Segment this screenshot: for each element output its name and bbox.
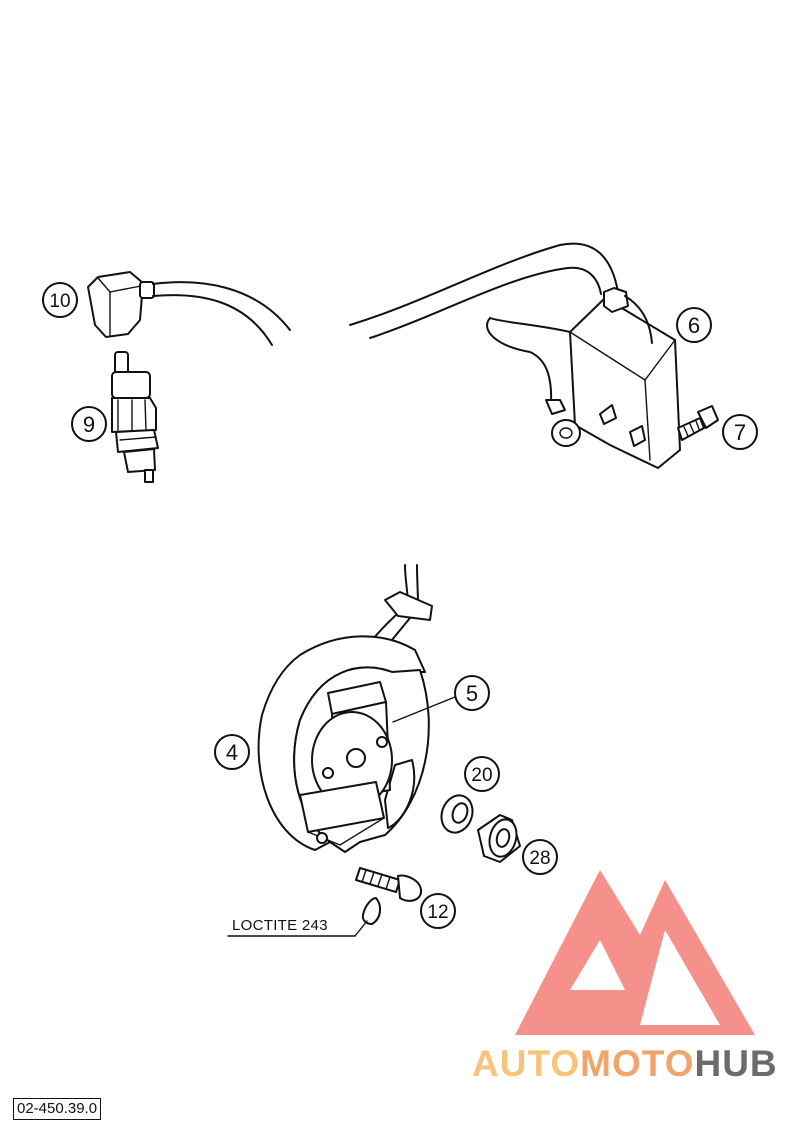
svg-text:20: 20 bbox=[471, 765, 492, 786]
washer bbox=[440, 794, 474, 834]
ht-cable bbox=[152, 242, 619, 346]
spark-plug-cap bbox=[87, 271, 155, 338]
ignition-coil bbox=[486, 287, 681, 469]
callout-10: 10 bbox=[42, 282, 78, 318]
callout-5: 5 bbox=[454, 675, 490, 711]
svg-text:6: 6 bbox=[688, 313, 700, 338]
watermark-wordmark: AUTOMOTOHUB bbox=[472, 1043, 778, 1084]
callout-4: 4 bbox=[214, 734, 250, 770]
leader-lines bbox=[227, 696, 456, 937]
watermark-moto: MOTO bbox=[580, 1043, 694, 1084]
stator-screw bbox=[355, 867, 423, 925]
loctite-note: LOCTITE 243 bbox=[232, 917, 328, 934]
callout-6: 6 bbox=[676, 307, 712, 343]
watermark-auto: AUTO bbox=[472, 1043, 580, 1084]
svg-text:AUTOMOTOHUB: AUTOMOTOHUB bbox=[472, 1043, 778, 1084]
coil-bolt bbox=[677, 405, 719, 441]
spark-plug bbox=[111, 351, 159, 483]
callout-28: 28 bbox=[522, 839, 558, 875]
callout-12: 12 bbox=[420, 893, 456, 929]
watermark-hub: HUB bbox=[694, 1043, 777, 1084]
svg-text:28: 28 bbox=[529, 848, 550, 869]
svg-text:10: 10 bbox=[49, 291, 70, 312]
watermark-triangle bbox=[515, 870, 755, 1035]
callout-7: 7 bbox=[722, 414, 758, 450]
svg-text:4: 4 bbox=[226, 740, 238, 765]
svg-text:7: 7 bbox=[734, 420, 746, 445]
nut bbox=[477, 814, 521, 863]
watermark-logo bbox=[515, 870, 755, 1035]
callout-20: 20 bbox=[464, 756, 500, 792]
svg-text:9: 9 bbox=[83, 412, 95, 437]
svg-text:12: 12 bbox=[427, 902, 448, 923]
callout-9: 9 bbox=[71, 406, 107, 442]
stator-coil bbox=[299, 681, 393, 846]
document-code: 02-450.39.0 bbox=[13, 1098, 102, 1120]
svg-text:5: 5 bbox=[466, 681, 478, 706]
